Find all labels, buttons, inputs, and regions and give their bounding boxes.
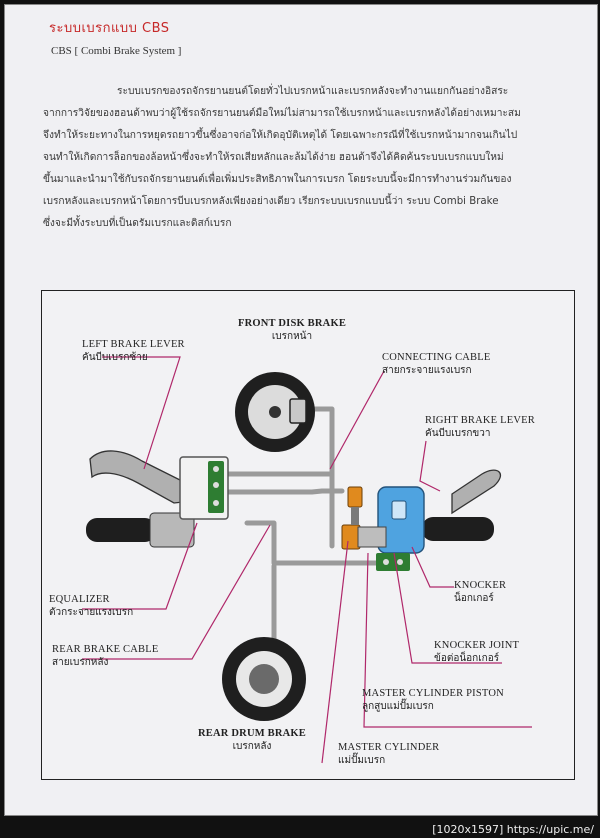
front-caliper-hose: [304, 406, 335, 544]
label-master-cylinder: MASTER CYLINDER แม่ปั๊มเบรก: [338, 742, 440, 766]
leader-master-cylinder: [321, 540, 349, 764]
leader-rear-cable: [82, 524, 271, 660]
image-watermark: [1020x1597] https://upic.me/: [432, 823, 594, 836]
cbs-diagram: FRONT DISK BRAKE เบรกหน้า LEFT BRAKE LEV…: [41, 290, 575, 780]
piston-rod: [357, 526, 387, 548]
body-paragraph: ระบบเบรกของรถจักรยานยนต์โดยทั่วไปเบรกหน้…: [43, 81, 578, 235]
page-subheading: CBS [ Combi Brake System ]: [51, 45, 182, 57]
cable-routing: [222, 406, 385, 666]
label-knocker: KNOCKER น็อกเกอร์: [454, 580, 507, 604]
leader-lines: [82, 356, 532, 764]
label-rear-drum-brake: REAR DRUM BRAKE เบรกหลัง: [198, 728, 306, 752]
label-rear-brake-cable: REAR BRAKE CABLE สายเบรกหลัง: [52, 644, 159, 668]
label-right-brake-lever: RIGHT BRAKE LEVER คันบีบเบรกขวา: [425, 415, 535, 439]
cable-equalizer-upper: [222, 488, 345, 495]
page-sheet: ระบบเบรกแบบ CBS CBS [ Combi Brake System…: [4, 4, 598, 816]
right-lever-shape: [451, 469, 501, 515]
paragraph-line: ระบบเบรกของรถจักรยานยนต์โดยทั่วไปเบรกหน้…: [117, 86, 509, 97]
brake-fluid-reservoir: [347, 486, 363, 508]
front-disk-brake-wheel: [235, 372, 315, 452]
knocker-joint-block: [376, 553, 410, 571]
paragraph-line: จึงทำให้ระยะทางในการหยุดรถยาวขึ้นซึ่งอาจ…: [43, 130, 518, 141]
label-left-brake-lever: LEFT BRAKE LEVER คันบีบเบรกซ้าย: [82, 339, 185, 363]
master-cylinder-piston-block: [341, 524, 361, 550]
cbs-diagram-illustration: [82, 356, 532, 764]
rear-drum-brake-wheel: [222, 637, 306, 721]
label-master-cylinder-piston: MASTER CYLINDER PISTON ลูกสูบแม่ปั๊มเบรก: [362, 688, 504, 712]
label-equalizer: EQUALIZER ตัวกระจายแรงเบรก: [49, 594, 134, 618]
leader-master-piston: [363, 552, 532, 728]
leader-connecting-cable: [329, 370, 385, 470]
paragraph-line: จากการวิจัยของฮอนด้าพบว่าผู้ใช้รถจักรยาน…: [43, 108, 521, 119]
leader-knocker-joint: [393, 552, 502, 664]
left-grip: [86, 518, 156, 542]
leader-right-lever: [419, 440, 441, 492]
leader-equalizer: [82, 522, 198, 610]
page-heading: ระบบเบรกแบบ CBS: [49, 21, 170, 36]
cable-equalizer-lower: [244, 520, 385, 566]
label-connecting-cable: CONNECTING CABLE สายกระจายแรงเบรก: [382, 352, 491, 376]
paragraph-line: เบรกหลังและเบรกหน้าโดยการบีบเบรกหลังเพีย…: [43, 196, 499, 207]
leader-knocker: [411, 546, 454, 588]
disk-caliper: [289, 398, 307, 424]
paragraph-line: จนทำให้เกิดการล็อกของล้อหน้าซึ่งจะทำให้ร…: [43, 152, 504, 163]
label-knocker-joint: KNOCKER JOINT ข้อต่อน็อกเกอร์: [434, 640, 520, 664]
right-grip: [422, 517, 494, 541]
paragraph-line: ซึ่งจะมีทั้งระบบที่เป็นดรัมเบรกและดิสก์เ…: [43, 218, 232, 229]
left-lever-shape: [89, 450, 193, 504]
label-front-disk-brake: FRONT DISK BRAKE เบรกหน้า: [238, 318, 347, 342]
paragraph-line: ขึ้นมาและนำมาใช้กับรถจักรยานยนต์เพื่อเพิ…: [43, 174, 512, 185]
connecting-cable-path: [222, 471, 335, 549]
leader-left-lever: [102, 356, 181, 470]
